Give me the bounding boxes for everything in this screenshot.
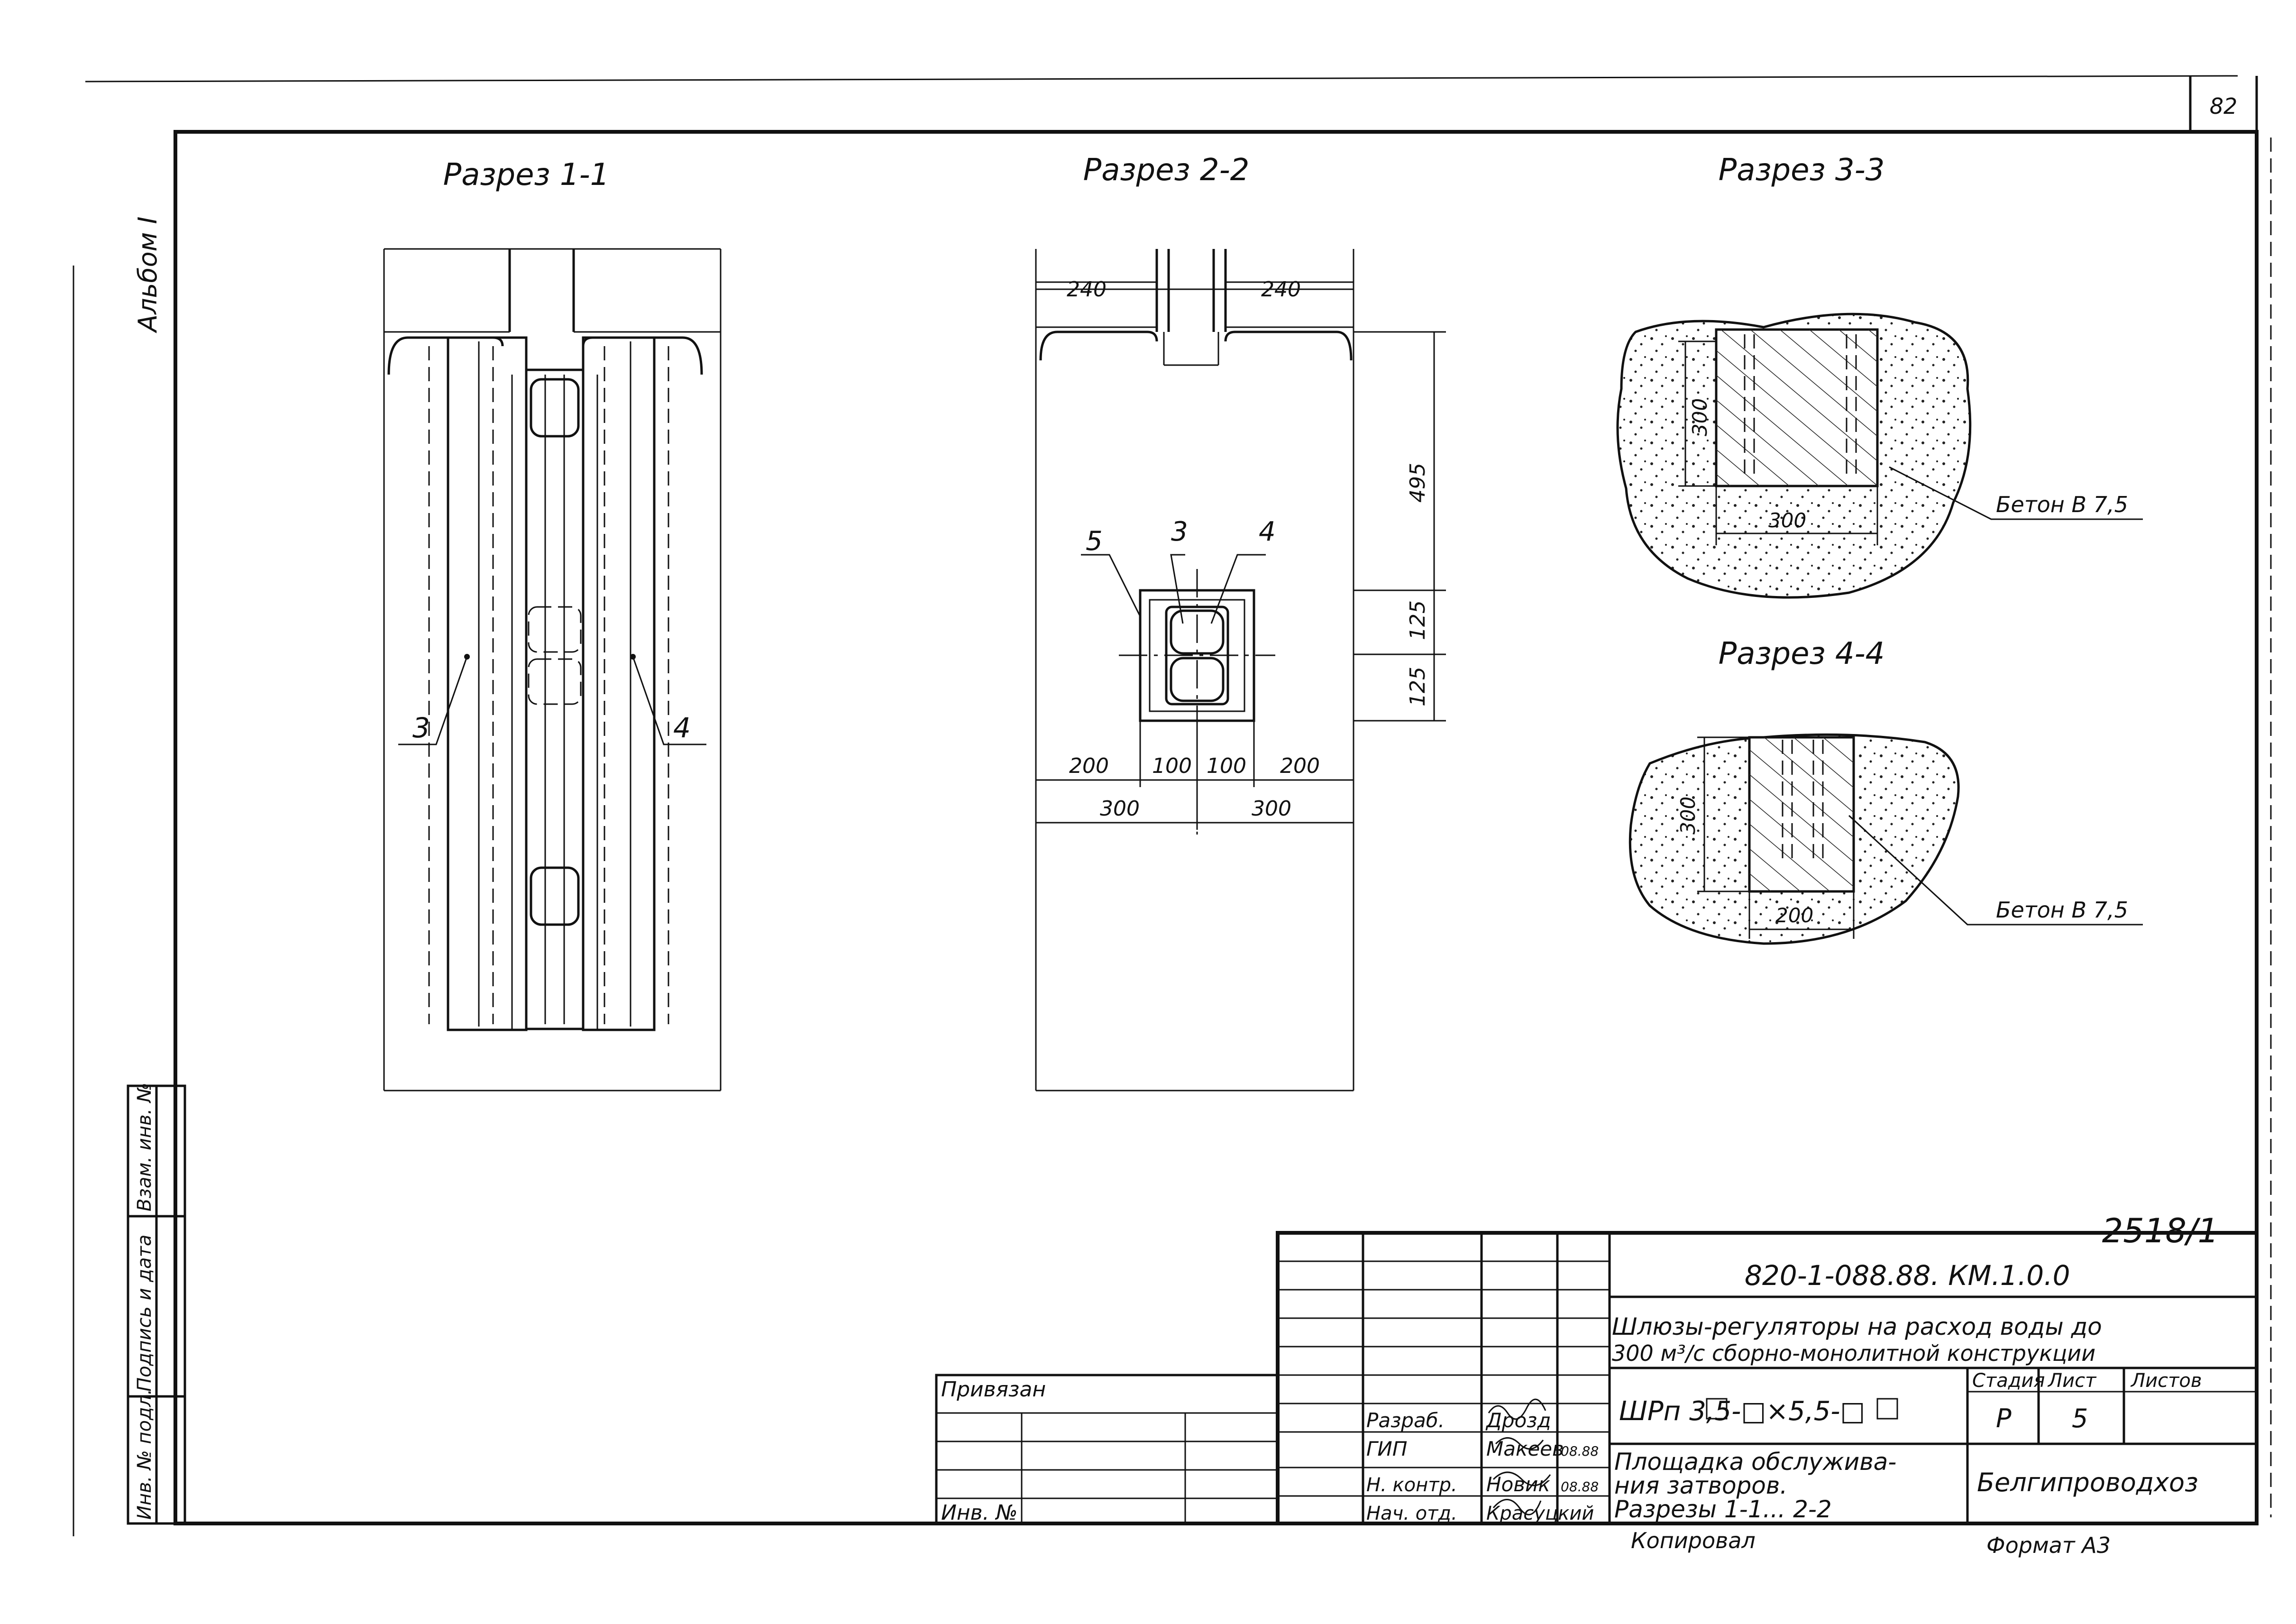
date-novik: 08.88: [1561, 1479, 1599, 1495]
inv-no-label: Инв. №: [941, 1501, 1017, 1525]
section-4-4-drawing: [1628, 733, 2143, 945]
s33-concrete-label: Бетон B 7,5: [1996, 492, 2128, 517]
signatures: [1488, 1398, 1551, 1515]
sheet-value: 5: [2072, 1404, 2088, 1433]
stage-value: Р: [1996, 1404, 2012, 1433]
section-1-1-drawing: [383, 248, 722, 1092]
section-3-3-drawing: [1616, 312, 2143, 599]
role-razrab: Разраб.: [1366, 1409, 1445, 1432]
album-label: Альбом I: [133, 217, 163, 333]
s44-concrete-label: Бетон B 7,5: [1996, 897, 2128, 923]
s44-dim-300-vertical: 300: [1676, 797, 1700, 835]
sheet-title-line2: ния затворов.: [1614, 1472, 1787, 1499]
s22-callout-3: 3: [1171, 516, 1188, 547]
s22-dim-495: 495: [1406, 463, 1430, 503]
project-title-line2: 300 м³/с сборно-монолитной конструкции: [1612, 1340, 2095, 1366]
s22-dim-200-right: 200: [1280, 754, 1320, 778]
title-section-2-2: Разрез 2-2: [1083, 153, 1250, 188]
date-makeev: 08.88: [1561, 1443, 1599, 1459]
s44-dim-200-horizontal: 200: [1775, 904, 1813, 927]
mark-designation: ШРп 3,5-□×5,5-□: [1619, 1396, 1865, 1427]
sheets-header: Листов: [2130, 1370, 2202, 1392]
side-stamp-signature-date: Подпись и дата: [134, 1235, 156, 1392]
name-drozd: Дрозд: [1485, 1409, 1551, 1432]
side-stamp: [127, 1084, 186, 1525]
sheet-title-line1: Площадка обслужива-: [1614, 1448, 1896, 1476]
s33-dim-300-horizontal: 300: [1768, 509, 1806, 532]
s22-dim-300-right: 300: [1252, 797, 1291, 821]
organization: Белгипроводхоз: [1977, 1468, 2198, 1497]
name-krasutsky: Красуцкий: [1486, 1503, 1594, 1524]
stage-header: Стадия: [1972, 1370, 2045, 1392]
s22-callout-5: 5: [1086, 526, 1103, 557]
s22-dim-125-bottom: 125: [1406, 667, 1430, 706]
side-stamp-vzam-inv: Взам. инв. №: [134, 1083, 156, 1211]
s22-dim-100-left: 100: [1152, 754, 1192, 778]
title-block: [935, 1231, 2259, 1525]
s22-dim-200-left: 200: [1069, 754, 1109, 778]
side-stamp-inv-podl: Инв. № подл.: [134, 1389, 156, 1520]
title-section-3-3: Разрез 3-3: [1719, 153, 1885, 188]
privyazan-label: Привязан: [941, 1377, 1046, 1402]
doc-code: 820-1-088.88. КМ.1.0.0: [1745, 1259, 2070, 1292]
role-nach-otd: Нач. отд.: [1366, 1503, 1457, 1524]
format-label: Формат А3: [1986, 1532, 2111, 1558]
title-section-4-4: Разрез 4-4: [1719, 636, 1885, 671]
s22-dim-300-left: 300: [1100, 797, 1140, 821]
s22-callout-4: 4: [1259, 516, 1276, 547]
section-1-1-callout-4: 4: [673, 712, 691, 744]
section-1-1-callout-3: 3: [412, 712, 430, 744]
s22-dim-240-right: 240: [1261, 277, 1301, 302]
s33-dim-300-vertical: 300: [1688, 398, 1711, 436]
section-2-2-drawing: [1035, 249, 1446, 1092]
s22-dim-100-right: 100: [1207, 754, 1246, 778]
title-section-1-1: Разрез 1-1: [443, 157, 610, 193]
sheet-title-line3: Разрезы 1-1... 2-2: [1614, 1496, 1832, 1523]
copied-label: Копировал: [1631, 1528, 1756, 1553]
s22-dim-125-top: 125: [1406, 600, 1430, 640]
s22-dim-240-left: 240: [1067, 277, 1107, 302]
sheet-header: Лист: [2047, 1370, 2097, 1392]
name-makeev: Макеев: [1486, 1437, 1564, 1460]
role-gip: ГИП: [1366, 1437, 1407, 1460]
role-n-kontr: Н. контр.: [1366, 1474, 1457, 1496]
project-title-line1: Шлюзы-регуляторы на расход воды до: [1612, 1313, 2102, 1340]
mark-box-2: [1876, 1398, 1898, 1420]
mark-box-1: [1706, 1398, 1728, 1420]
sheet-number: 82: [2210, 93, 2238, 119]
